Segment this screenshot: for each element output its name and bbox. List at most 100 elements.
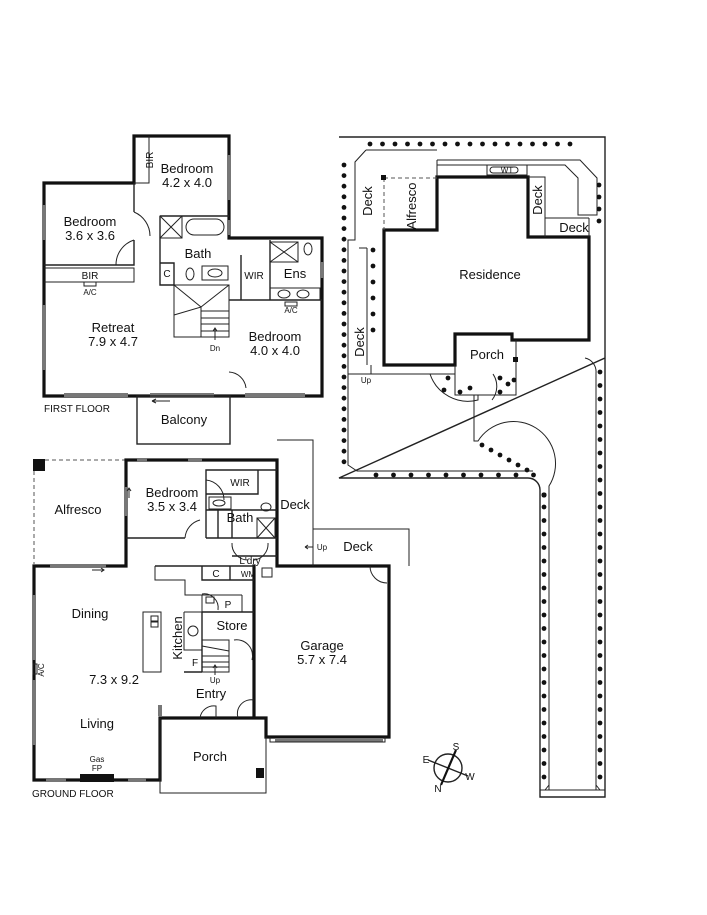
door-arc[interactable] bbox=[201, 593, 219, 611]
ac-label: A/C bbox=[83, 288, 97, 297]
north-needle bbox=[439, 749, 458, 786]
door-arc[interactable] bbox=[115, 239, 135, 266]
door-arc[interactable] bbox=[228, 371, 247, 389]
shrub-dot bbox=[441, 387, 447, 393]
shrub-dot bbox=[597, 464, 603, 469]
shrub-dot bbox=[597, 585, 603, 591]
post bbox=[33, 459, 45, 471]
shrub-dot bbox=[541, 612, 547, 618]
post bbox=[256, 768, 264, 778]
door-arc[interactable] bbox=[133, 211, 151, 237]
door-arc[interactable] bbox=[236, 699, 255, 719]
room-name: Living bbox=[80, 716, 114, 731]
shrub-dot bbox=[445, 375, 451, 381]
shrub-dot bbox=[341, 342, 347, 348]
door-arc[interactable] bbox=[231, 542, 249, 561]
door-arc[interactable] bbox=[233, 639, 254, 661]
shrub-dot bbox=[541, 680, 547, 685]
room-name: Alfresco bbox=[55, 502, 102, 517]
ac-label: A/C bbox=[37, 663, 46, 677]
compass-e: E bbox=[423, 755, 430, 766]
shrub-dot bbox=[341, 247, 347, 253]
ac-unit bbox=[83, 281, 97, 287]
shrub-dot bbox=[555, 141, 560, 147]
shrub-dot bbox=[597, 612, 603, 618]
bedroom-wall bbox=[44, 183, 135, 266]
shrub-dot bbox=[541, 639, 547, 645]
shrub-dot bbox=[542, 141, 548, 147]
porch-outline bbox=[454, 340, 517, 396]
shrub-dot bbox=[597, 734, 603, 739]
shrub-dot bbox=[341, 226, 347, 232]
shrub-dot bbox=[488, 447, 494, 453]
shrub-dot bbox=[341, 194, 347, 200]
shrub-dot bbox=[505, 141, 510, 147]
shrub-dot bbox=[341, 279, 347, 284]
door-arc[interactable] bbox=[184, 519, 201, 539]
shrub-dot bbox=[467, 141, 473, 147]
shrub-dot bbox=[370, 295, 376, 301]
bedroom-interior bbox=[126, 469, 277, 557]
door-arc[interactable] bbox=[369, 565, 388, 584]
alfresco-outline bbox=[383, 177, 437, 230]
shrub-dot bbox=[341, 364, 347, 369]
room-name: Bath bbox=[185, 246, 212, 261]
shrub-dot bbox=[341, 438, 347, 443]
shrub-dot bbox=[596, 218, 602, 224]
kitchen-island bbox=[142, 611, 162, 673]
room-name: Ens bbox=[284, 266, 307, 281]
shrub-dot bbox=[341, 236, 347, 242]
ens-wall bbox=[229, 240, 322, 301]
shrub-dot bbox=[597, 545, 603, 550]
vanity bbox=[201, 265, 229, 281]
shrub-dot bbox=[597, 774, 603, 780]
shrub-dot bbox=[341, 321, 347, 327]
shrub-dot bbox=[541, 666, 547, 672]
shrub-dot bbox=[531, 472, 536, 478]
ac-label: A/C bbox=[284, 306, 298, 315]
bathtub bbox=[185, 218, 225, 236]
room-name: Deck bbox=[280, 497, 310, 512]
cooktop bbox=[187, 625, 199, 637]
up-label: Up bbox=[210, 676, 221, 685]
shrub-dot bbox=[597, 639, 603, 645]
shrub-dot bbox=[597, 558, 603, 564]
door-arc[interactable] bbox=[199, 705, 217, 719]
porch-label: Porch bbox=[470, 347, 504, 362]
shrub-dot bbox=[597, 666, 603, 672]
door-arc[interactable] bbox=[205, 479, 225, 501]
shrub-dot bbox=[506, 457, 512, 463]
shrub-dot bbox=[480, 141, 485, 147]
compass-w: W bbox=[465, 772, 475, 783]
shrub-dot bbox=[597, 693, 603, 699]
shrub-dot bbox=[408, 472, 414, 478]
door-arc[interactable] bbox=[253, 542, 269, 561]
compass-ring bbox=[433, 753, 463, 783]
porch-outline bbox=[159, 718, 267, 794]
deck-label: Deck bbox=[559, 220, 589, 235]
shrub-dot bbox=[341, 268, 347, 274]
shrub-dot bbox=[541, 734, 547, 739]
room-size: 3.6 x 3.6 bbox=[65, 228, 115, 243]
room-name: Garage bbox=[300, 638, 343, 653]
up-label: Up bbox=[317, 543, 328, 552]
cupboard-label: C bbox=[212, 569, 219, 580]
shrub-dot bbox=[455, 141, 460, 147]
shrub-dot bbox=[596, 194, 602, 200]
shrub-dot bbox=[541, 585, 547, 591]
shrub-dot bbox=[370, 263, 376, 269]
shrub-dot bbox=[541, 707, 547, 712]
shrub-dot bbox=[341, 332, 347, 337]
shrub-dot bbox=[597, 531, 603, 537]
shrub-dot bbox=[341, 300, 347, 306]
deck-label: Deck bbox=[530, 185, 545, 215]
floor-title: GROUND FLOOR bbox=[32, 789, 114, 800]
gas-label: Gas bbox=[90, 755, 105, 764]
shrub-dot bbox=[541, 653, 547, 658]
shrub-dot bbox=[341, 385, 347, 390]
shrub-dot bbox=[597, 572, 603, 577]
shrub-dot bbox=[443, 472, 449, 478]
shrub-dot bbox=[380, 141, 385, 147]
shrub-dot bbox=[597, 396, 603, 402]
shrub-dot bbox=[541, 492, 547, 498]
